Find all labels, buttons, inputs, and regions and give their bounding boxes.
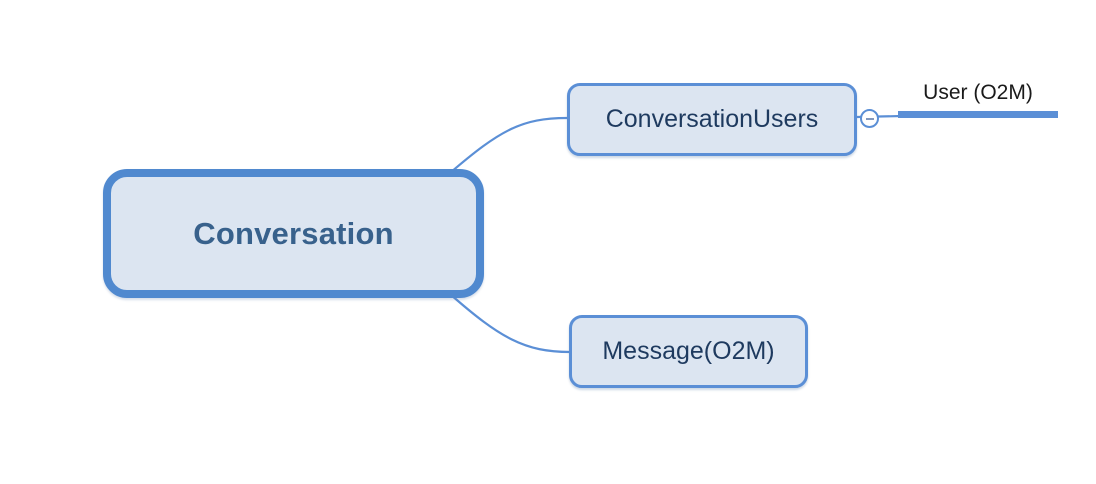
topic-conversation[interactable]: Conversation xyxy=(103,169,484,298)
topic-user-o2m-underline xyxy=(898,111,1058,118)
topic-user-o2m-label: User (O2M) xyxy=(923,81,1033,104)
topic-conversation-label: Conversation xyxy=(193,215,394,251)
topic-conversationusers[interactable]: ConversationUsers xyxy=(567,83,857,156)
topic-message-o2m[interactable]: Message(O2M) xyxy=(569,315,808,388)
minus-circle-icon[interactable] xyxy=(860,109,879,128)
connector-root-to-conversationusers xyxy=(449,116,568,174)
topic-user-o2m[interactable]: User (O2M) xyxy=(898,80,1058,118)
topic-message-o2m-label: Message(O2M) xyxy=(602,337,775,365)
topic-conversationusers-label: ConversationUsers xyxy=(605,105,819,133)
connector-root-to-message xyxy=(449,293,571,354)
minus-icon xyxy=(865,117,874,120)
